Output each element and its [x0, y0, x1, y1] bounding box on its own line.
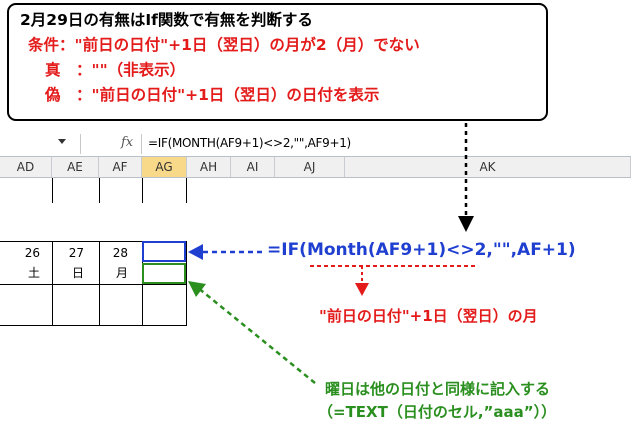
grid-line	[0, 284, 187, 285]
column-header-ai[interactable]: AI	[231, 157, 275, 177]
cell-ag-day-highlight[interactable]	[142, 241, 186, 262]
callout-true: 真 ：""（非表示）	[45, 61, 186, 79]
cell-ad-weekday[interactable]: 土	[27, 266, 40, 280]
cell-ae-day[interactable]: 27	[68, 246, 84, 260]
insert-function-icon[interactable]: fx	[121, 135, 134, 150]
formula-bar-divider	[141, 134, 142, 154]
cell-af-day[interactable]: 28	[112, 246, 128, 260]
callout-title: 2月29日の有無はIf関数で有無を判断する	[20, 11, 313, 29]
cell-ae-weekday[interactable]: 日	[71, 266, 84, 280]
weekday-annotation-line2: （=TEXT（日付のセル,”aaa”））	[318, 403, 557, 421]
green-dashed-arrow	[196, 286, 316, 384]
column-header-ag[interactable]: AG	[142, 157, 187, 177]
formula-input[interactable]: =IF(MONTH(AF9+1)<>2,"",AF9+1)	[148, 136, 351, 150]
namebox-dropdown-icon[interactable]	[58, 139, 66, 144]
formula-bar-divider	[80, 134, 81, 154]
callout-box	[7, 3, 548, 121]
grid-line	[142, 178, 143, 203]
condition-annotation: "前日の日付"+1日（翌日）の月	[319, 307, 538, 325]
weekday-annotation-line1: 曜日は他の日付と同様に記入する	[325, 380, 551, 398]
grid-line	[52, 178, 53, 203]
callout-false: 偽 ："前日の日付"+1日（翌日）の日付を表示	[45, 86, 380, 104]
blue-arrowhead	[188, 244, 203, 260]
column-header-ad[interactable]: AD	[0, 157, 52, 177]
red-arrowhead	[355, 283, 369, 296]
cell-ad-day[interactable]: 26	[24, 246, 40, 260]
grid-line	[186, 178, 187, 203]
grid-line	[0, 241, 187, 242]
column-header-ah[interactable]: AH	[187, 157, 231, 177]
column-header-aj[interactable]: AJ	[275, 157, 345, 177]
grid-line	[99, 241, 100, 325]
grid-line	[52, 241, 53, 325]
grid-line	[99, 178, 100, 203]
formula-annotation: =IF(Month(AF9+1)<>2,"",AF+1)	[267, 240, 576, 260]
column-header-ae[interactable]: AE	[52, 157, 99, 177]
callout-condition: 条件："前日の日付"+1日（翌日）の月が2（月）でない	[28, 36, 420, 54]
column-header-row: AD AE AF AG AH AI AJ AK	[0, 156, 631, 178]
grid-line	[186, 241, 187, 325]
cell-ag-weekday-highlight[interactable]	[142, 263, 186, 284]
cell-af-weekday[interactable]: 月	[115, 266, 128, 280]
column-header-af[interactable]: AF	[99, 157, 142, 177]
black-arrowhead	[458, 216, 474, 232]
green-arrowhead	[188, 281, 206, 297]
grid-line	[0, 325, 187, 326]
